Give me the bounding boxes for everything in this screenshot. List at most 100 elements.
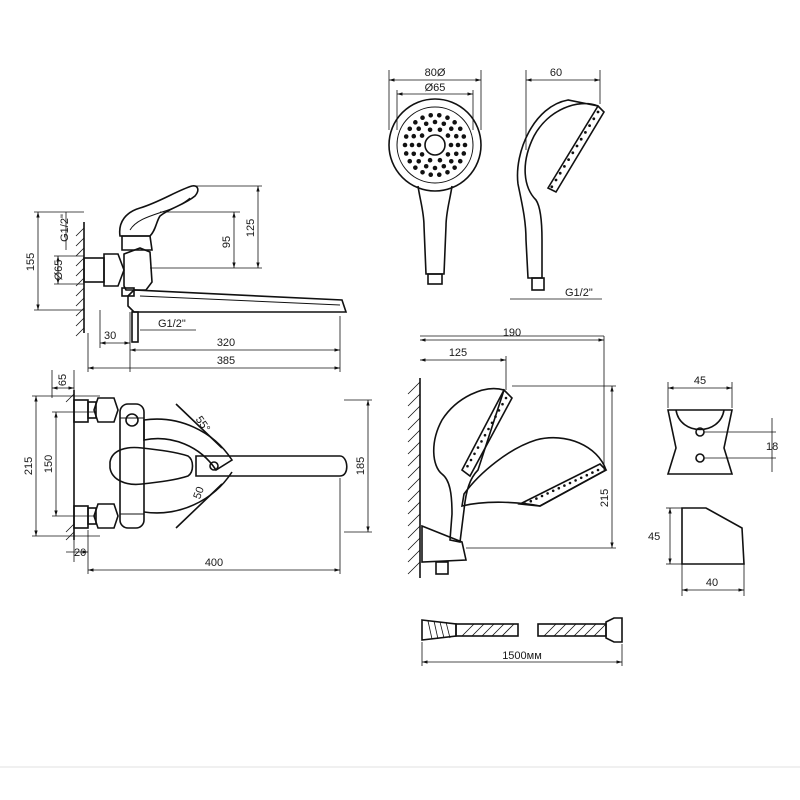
holder-bracket-front: 45 18 (666, 375, 778, 475)
label-30: 30 (104, 330, 116, 342)
holder-upper-head (432, 387, 506, 543)
bracket-hole-bottom (695, 453, 705, 463)
nozzle-dot (409, 142, 415, 148)
shower-handle-front (417, 185, 453, 275)
nozzle-dot (445, 169, 450, 175)
nozzle-dot (557, 486, 561, 490)
nozzle-dot (591, 471, 594, 474)
nozzle-dot (497, 409, 501, 412)
faucet-top-view: 65 215 150 185 55° 50 20 400 (23, 370, 372, 574)
side-connector (531, 277, 545, 291)
nozzle-dot (428, 113, 434, 118)
faucet-body (123, 247, 153, 291)
hose-conical-end (421, 619, 457, 641)
label-400: 400 (205, 557, 223, 569)
nozzle-dot (436, 113, 442, 118)
bracket-side-body (681, 507, 745, 565)
nozzle-dot (585, 473, 589, 477)
nozzle-dot (411, 151, 417, 157)
top-lever (109, 446, 194, 486)
nozzle-dot (540, 494, 544, 498)
label-angle-50: 50 (191, 485, 206, 501)
nozzle-dot (419, 152, 425, 157)
nozzle-dot (416, 158, 422, 164)
shower-hose: 1500мм (421, 617, 623, 666)
faucet-side-view: 155 G1/2" Ø65 95 125 30 G1/2" 320 385 (25, 185, 348, 372)
swivel-arc (143, 418, 234, 472)
label-g12-top: G1/2" (59, 214, 71, 242)
shower-head-inner (396, 106, 474, 184)
lower-head-nozzles (523, 468, 600, 506)
nozzle-dot (546, 492, 549, 495)
label-d65-side: Ø65 (53, 260, 65, 281)
label-angle-55: 55° (193, 414, 212, 435)
shower-nozzles (402, 113, 468, 177)
nozzle-dot (423, 163, 429, 169)
nozzle-dot (571, 151, 575, 155)
shower-handle-connector-front (427, 273, 443, 285)
shower-side-face (546, 104, 606, 194)
nozzle-dot (574, 479, 577, 482)
nozzle-dot (448, 142, 454, 148)
label-40: 40 (706, 577, 718, 589)
nozzle-dot (428, 172, 434, 177)
nozzle-dot (469, 458, 473, 462)
nozzle-dot (416, 142, 422, 148)
nozzle-dot (445, 133, 451, 138)
nozzle-dot (563, 165, 566, 168)
label-215-top: 215 (23, 457, 35, 475)
nozzle-dot (476, 446, 480, 449)
label-20: 20 (74, 547, 86, 559)
nozzle-dot (490, 421, 494, 425)
spout-inner-line (139, 295, 341, 306)
nozzle-dot (453, 151, 459, 157)
label-18: 18 (766, 441, 778, 453)
nozzle-dot (523, 502, 527, 506)
top-spout (195, 455, 348, 477)
nozzle-dot (453, 133, 459, 139)
nozzle-dot (432, 119, 438, 125)
label-65-head: Ø65 (425, 82, 446, 94)
nozzle-dot (575, 144, 579, 148)
label-1500: 1500мм (502, 650, 542, 662)
lever-detail (129, 197, 191, 231)
bottom-nut (121, 287, 135, 297)
nozzle-dot (461, 151, 467, 156)
top-hex-nut (93, 397, 119, 423)
nozzle-dot (554, 178, 558, 182)
wall-hatch (75, 227, 85, 337)
holder-assembly: 190 125 215 (407, 327, 616, 578)
cartridge-cap (121, 235, 153, 251)
label-185: 185 (355, 457, 367, 475)
eccentric-nut (83, 257, 105, 283)
nozzle-dot (452, 165, 457, 170)
label-125-holder: 125 (449, 347, 467, 359)
nozzle-dot (402, 142, 408, 148)
holder-bracket-side: 45 40 (648, 507, 745, 596)
nozzle-dot (403, 151, 409, 156)
spout-outlet (131, 311, 139, 343)
nozzle-dot (504, 396, 508, 400)
holder-wall-bracket (421, 524, 467, 563)
nozzle-dot (550, 185, 554, 189)
nozzle-dot (473, 452, 476, 456)
nozzle-dot (452, 120, 457, 125)
label-45-bracket: 45 (694, 375, 706, 387)
nozzle-dot (567, 158, 570, 162)
shower-head-side-view: 60 G1/2" (510, 67, 606, 300)
nozzle-dot (441, 163, 447, 169)
nozzle-dot (407, 126, 413, 132)
label-65-top: 65 (57, 374, 69, 386)
bottom-hex-nut (93, 503, 119, 529)
nozzle-dot (568, 481, 572, 485)
shower-head-center (424, 134, 446, 156)
label-60: 60 (550, 67, 562, 79)
nozzle-dot (407, 158, 413, 164)
label-95: 95 (221, 236, 233, 248)
top-eccentric (73, 399, 89, 423)
label-155: 155 (25, 253, 37, 271)
upper-head-nozzles (466, 396, 508, 468)
nozzle-dot (423, 121, 429, 127)
hose-segment-left (455, 623, 519, 637)
